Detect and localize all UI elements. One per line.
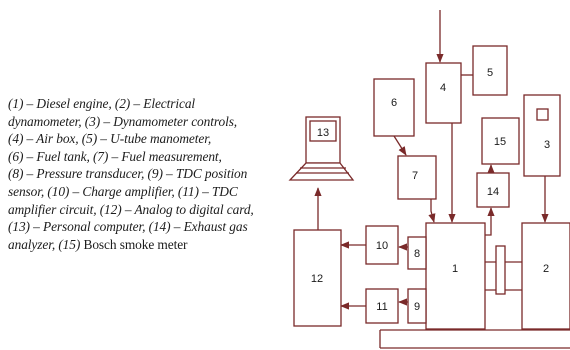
block-3-display bbox=[536, 108, 549, 121]
legend-line: dynamometer, (3) – Dynamometer controls, bbox=[8, 113, 238, 129]
legend-line: (6) – Fuel tank, (7) – Fuel measurement, bbox=[8, 148, 222, 164]
legend-line: amplifier circuit, (12) – Analog to digi… bbox=[8, 201, 254, 217]
block-13-label: 13 bbox=[317, 127, 329, 139]
block-1-diesel-engine bbox=[425, 222, 486, 330]
block-2-dynamometer bbox=[521, 222, 570, 330]
block-15-label: 15 bbox=[494, 136, 506, 148]
arrow-7-to-1 bbox=[428, 199, 436, 223]
block-12-label: 12 bbox=[311, 273, 323, 285]
block-8-pressure-transducer bbox=[407, 236, 427, 270]
block-3-dynamometer-controls bbox=[523, 94, 561, 177]
legend-last-plain: Bosch smoke meter bbox=[83, 236, 188, 252]
legend-line: (13) – Personal computer, (14) – Exhaust… bbox=[8, 219, 248, 235]
legend-line: (1) – Diesel engine, (2) – Electrical bbox=[8, 96, 196, 111]
block-9-label: 9 bbox=[414, 301, 420, 313]
laptop-screen bbox=[309, 120, 337, 142]
block-7-label: 7 bbox=[412, 170, 418, 182]
block-6-fuel-tank bbox=[373, 78, 415, 137]
arrow-6-to-7 bbox=[393, 135, 407, 156]
legend-line-last: analyzer, (15) Bosch smoke meter bbox=[8, 236, 293, 254]
block-10-label: 10 bbox=[376, 240, 388, 252]
legend-line: (8) – Pressure transducer, (9) – TDC pos… bbox=[8, 166, 248, 182]
block-14-label: 14 bbox=[487, 186, 499, 198]
block-12-adc-card bbox=[293, 229, 342, 327]
block-5-u-tube-manometer bbox=[472, 45, 508, 96]
block-14-exhaust-gas-analyzer bbox=[476, 172, 510, 208]
block-2-label: 2 bbox=[543, 263, 549, 275]
block-11-label: 11 bbox=[376, 301, 387, 313]
block-8-label: 8 bbox=[414, 248, 420, 260]
shaft-coupling bbox=[495, 245, 506, 295]
legend-last-italic: analyzer, (15) bbox=[8, 236, 84, 252]
block-6-label: 6 bbox=[391, 97, 397, 109]
component-legend: (1) – Diesel engine, (2) – Electrical dy… bbox=[8, 95, 293, 253]
legend-line: (4) – Air box, (5) – U-tube manometer, bbox=[8, 131, 212, 147]
block-4-air-box bbox=[425, 62, 462, 124]
block-3-label: 3 bbox=[544, 139, 550, 151]
block-10-charge-amplifier bbox=[365, 225, 399, 265]
legend-line: sensor, (10) – Charge amplifier, (11) – … bbox=[8, 183, 238, 199]
block-15-smoke-meter bbox=[481, 117, 520, 165]
block-5-label: 5 bbox=[487, 67, 493, 79]
block-7-fuel-measurement bbox=[397, 155, 437, 200]
arrow-1-to-14 bbox=[485, 207, 495, 236]
block-1-label: 1 bbox=[452, 263, 458, 275]
block-9-tdc-position-sensor bbox=[407, 288, 427, 324]
block-4-label: 4 bbox=[440, 82, 446, 94]
laptop-keyboard bbox=[288, 162, 355, 181]
